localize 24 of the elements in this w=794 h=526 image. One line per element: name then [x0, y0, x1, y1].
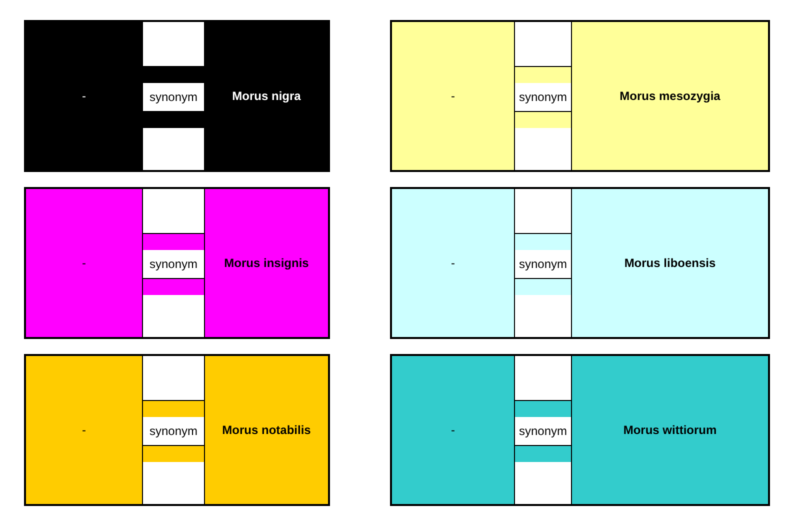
taxon-panel — [24, 187, 330, 339]
taxon-panel — [390, 20, 770, 172]
blank-block — [514, 127, 572, 170]
blank-block — [142, 461, 205, 504]
synonym-label-box: synonym — [142, 416, 205, 447]
blank-block — [142, 127, 205, 170]
blank-block — [142, 189, 205, 234]
blank-block — [514, 461, 572, 504]
blank-block — [514, 22, 572, 67]
taxon-panel — [390, 354, 770, 506]
synonym-label-box: synonym — [514, 249, 572, 280]
synonym-label-box: synonym — [514, 82, 572, 113]
blank-block — [142, 294, 205, 337]
blank-block — [514, 189, 572, 234]
taxon-panel — [390, 187, 770, 339]
taxon-panel — [24, 20, 330, 172]
blank-block — [514, 294, 572, 337]
blank-block — [142, 22, 205, 67]
synonym-label-box: synonym — [514, 416, 572, 447]
synonym-label-box: synonym — [142, 249, 205, 280]
blank-block — [142, 356, 205, 401]
blank-block — [514, 356, 572, 401]
synonym-label-box: synonym — [142, 82, 205, 113]
taxon-panel — [24, 354, 330, 506]
